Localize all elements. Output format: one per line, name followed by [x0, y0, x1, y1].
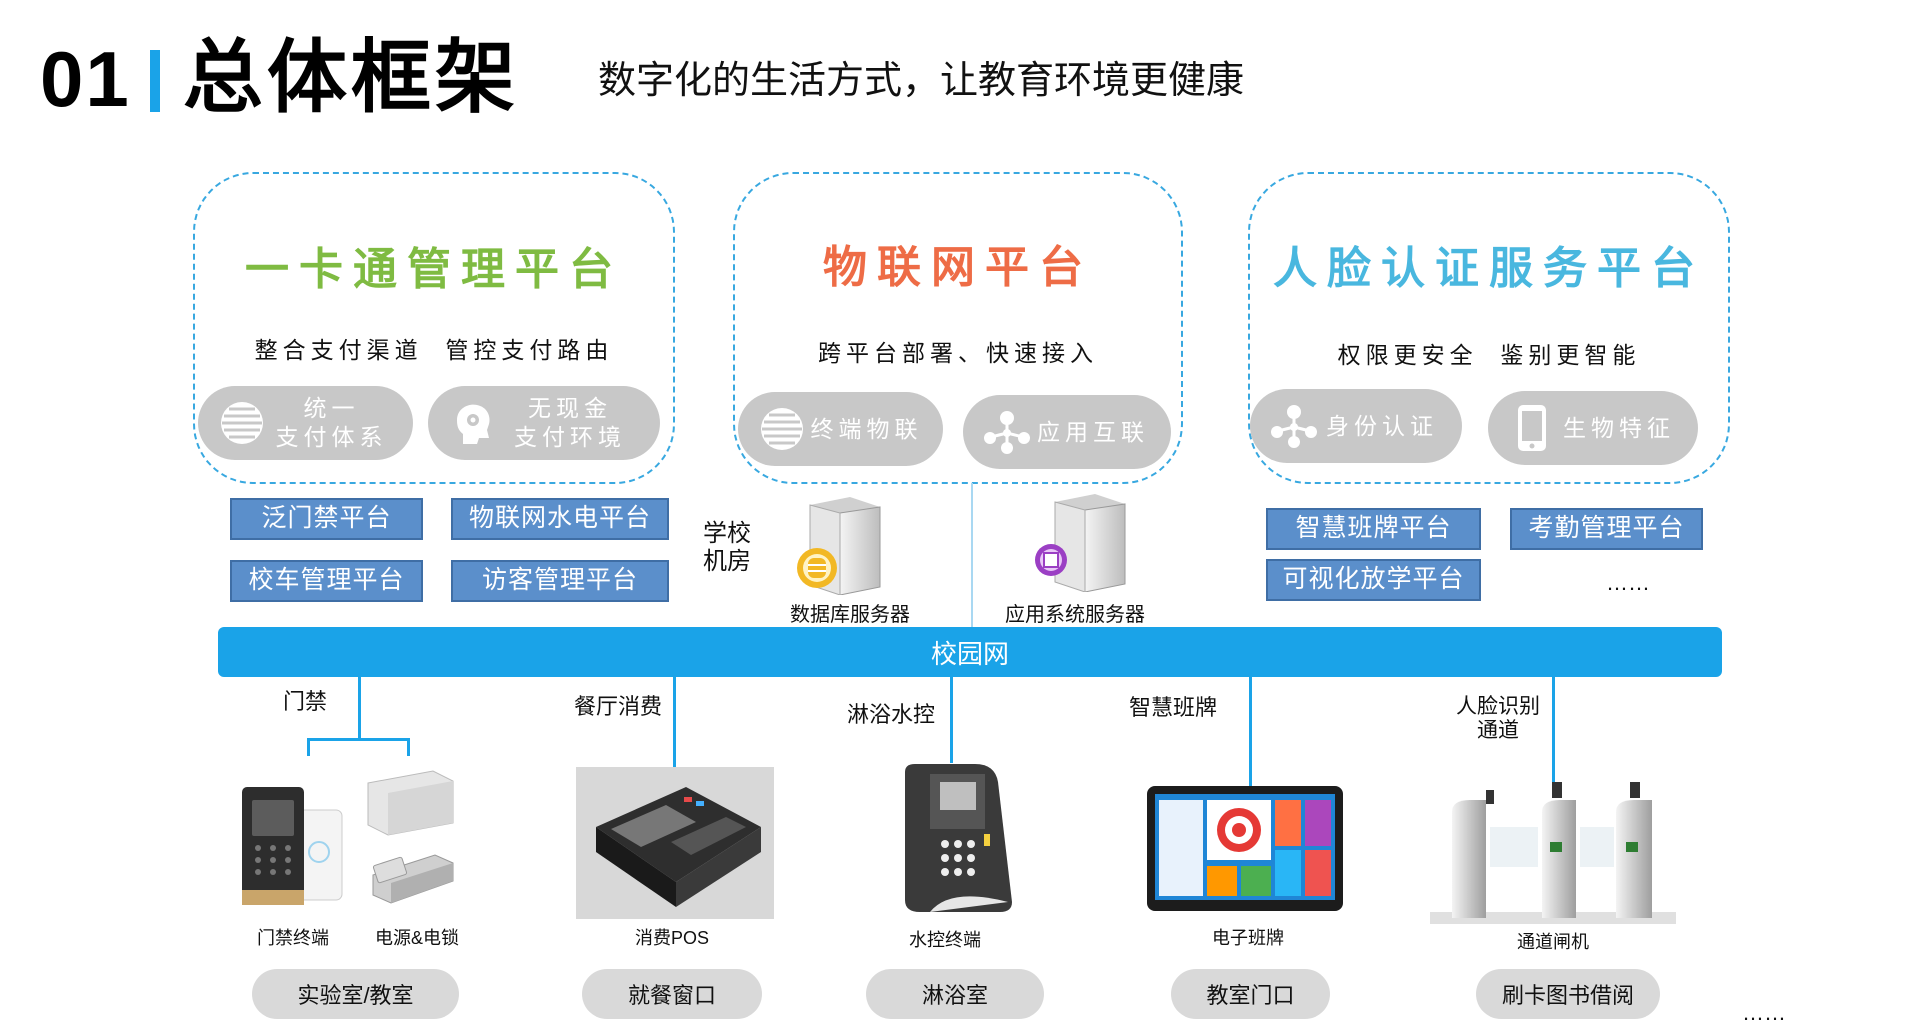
platform-desc-iot: 跨平台部署、快速接入 — [818, 340, 1098, 366]
more-platforms-ellipsis: …… — [1606, 570, 1650, 595]
branch-label-shower: 淋浴水控 — [847, 702, 936, 727]
turnstile-gate-image — [1430, 772, 1676, 924]
feature-pill-identity-auth[interactable]: 身份认证 — [1250, 389, 1462, 463]
platform-title-one-card: 一卡通管理平台 — [245, 245, 623, 294]
connector-line-iot — [971, 483, 973, 629]
platform-card-face-auth — [1248, 172, 1730, 484]
striped-sphere-icon — [216, 397, 268, 449]
head-gear-icon — [446, 397, 498, 449]
branch-line — [673, 677, 676, 769]
sub-platform-school-bus[interactable]: 校车管理平台 — [230, 560, 423, 602]
network-nodes-icon — [1268, 400, 1320, 452]
device-label-class-sign: 电子班牌 — [1212, 928, 1284, 948]
branch-label-canteen: 餐厅消费 — [574, 694, 663, 719]
branch-line — [950, 677, 953, 763]
feature-pill-biometric[interactable]: 生物特征 — [1488, 391, 1698, 465]
more-branches-ellipsis: …… — [1742, 1000, 1786, 1025]
location-pill-dining-window[interactable]: 就餐窗口 — [582, 969, 762, 1019]
access-terminal-image — [238, 782, 348, 912]
sub-platform-smart-class-sign[interactable]: 智慧班牌平台 — [1266, 508, 1481, 550]
database-server-label: 数据库服务器 — [790, 604, 910, 626]
page-subtitle: 数字化的生活方式，让教育环境更健康 — [598, 60, 1245, 102]
sub-platform-attendance[interactable]: 考勤管理平台 — [1510, 508, 1703, 550]
branch-line — [1552, 677, 1555, 783]
server-room-label: 学校 机房 — [703, 520, 751, 575]
feature-pill-terminal-iot[interactable]: 终端物联 — [738, 392, 943, 466]
power-supply-and-lock-image — [363, 763, 463, 913]
branch-line — [307, 738, 410, 741]
branch-label-access: 门禁 — [283, 689, 328, 714]
water-control-terminal-image — [890, 762, 1015, 917]
feature-label: 终端物联 — [810, 415, 923, 442]
feature-label: 应用互联 — [1037, 418, 1149, 445]
network-nodes-icon — [981, 406, 1033, 458]
page-title: 总体框架 — [183, 33, 519, 122]
device-label-pos: 消费POS — [635, 928, 710, 948]
location-pill-lab-classroom[interactable]: 实验室/教室 — [252, 969, 459, 1019]
location-pill-shower-room[interactable]: 淋浴室 — [866, 969, 1044, 1019]
platform-card-one-card — [193, 172, 675, 484]
database-server-icon — [790, 495, 890, 595]
feature-pill-unified-payment[interactable]: 统一 支付体系 — [198, 386, 413, 460]
branch-label-face-gate: 人脸识别 通道 — [1456, 695, 1540, 743]
location-pill-classroom-door[interactable]: 教室门口 — [1171, 969, 1330, 1019]
platform-title-iot: 物联网平台 — [823, 243, 1093, 292]
platform-desc-one-card: 整合支付渠道 管控支付路由 — [254, 337, 614, 363]
feature-label: 无现金 支付环境 — [514, 395, 626, 450]
device-label-water-terminal: 水控终端 — [909, 930, 981, 950]
branch-label-smart-sign: 智慧班牌 — [1129, 695, 1218, 720]
application-server-icon — [1035, 492, 1135, 592]
device-label-gate: 通道闸机 — [1517, 932, 1589, 952]
sub-platform-visitor[interactable]: 访客管理平台 — [451, 560, 669, 602]
device-label-access-terminal: 门禁终端 — [257, 928, 329, 948]
striped-sphere-icon — [756, 403, 808, 455]
platform-title-face-auth: 人脸认证服务平台 — [1273, 244, 1705, 293]
branch-line — [1249, 677, 1252, 787]
branch-line — [407, 738, 410, 756]
device-label-power-lock: 电源&电锁 — [375, 928, 460, 948]
location-pill-library-borrowing[interactable]: 刷卡图书借阅 — [1476, 969, 1660, 1019]
branch-line — [307, 738, 310, 756]
phone-icon — [1506, 402, 1558, 454]
feature-label: 统一 支付体系 — [275, 395, 388, 450]
platform-desc-face-auth: 权限更安全 鉴别更智能 — [1337, 342, 1641, 368]
sub-platform-access[interactable]: 泛门禁平台 — [230, 498, 423, 540]
platform-card-iot — [733, 172, 1183, 484]
electronic-class-sign-image — [1147, 786, 1343, 911]
branch-line — [358, 677, 361, 739]
feature-label: 生物特征 — [1563, 414, 1675, 441]
feature-pill-cashless[interactable]: 无现金 支付环境 — [428, 386, 660, 460]
pos-terminal-image — [576, 767, 774, 919]
section-number: 01 — [40, 35, 131, 123]
sub-platform-visual-dismissal[interactable]: 可视化放学平台 — [1266, 559, 1481, 601]
sub-platform-iot-utilities[interactable]: 物联网水电平台 — [451, 498, 669, 540]
title-divider-bar — [150, 50, 160, 112]
feature-pill-app-interconnect[interactable]: 应用互联 — [963, 395, 1171, 469]
campus-network-bar: 校园网 — [218, 627, 1722, 677]
application-server-label: 应用系统服务器 — [1005, 604, 1145, 626]
feature-label: 身份认证 — [1326, 412, 1438, 439]
